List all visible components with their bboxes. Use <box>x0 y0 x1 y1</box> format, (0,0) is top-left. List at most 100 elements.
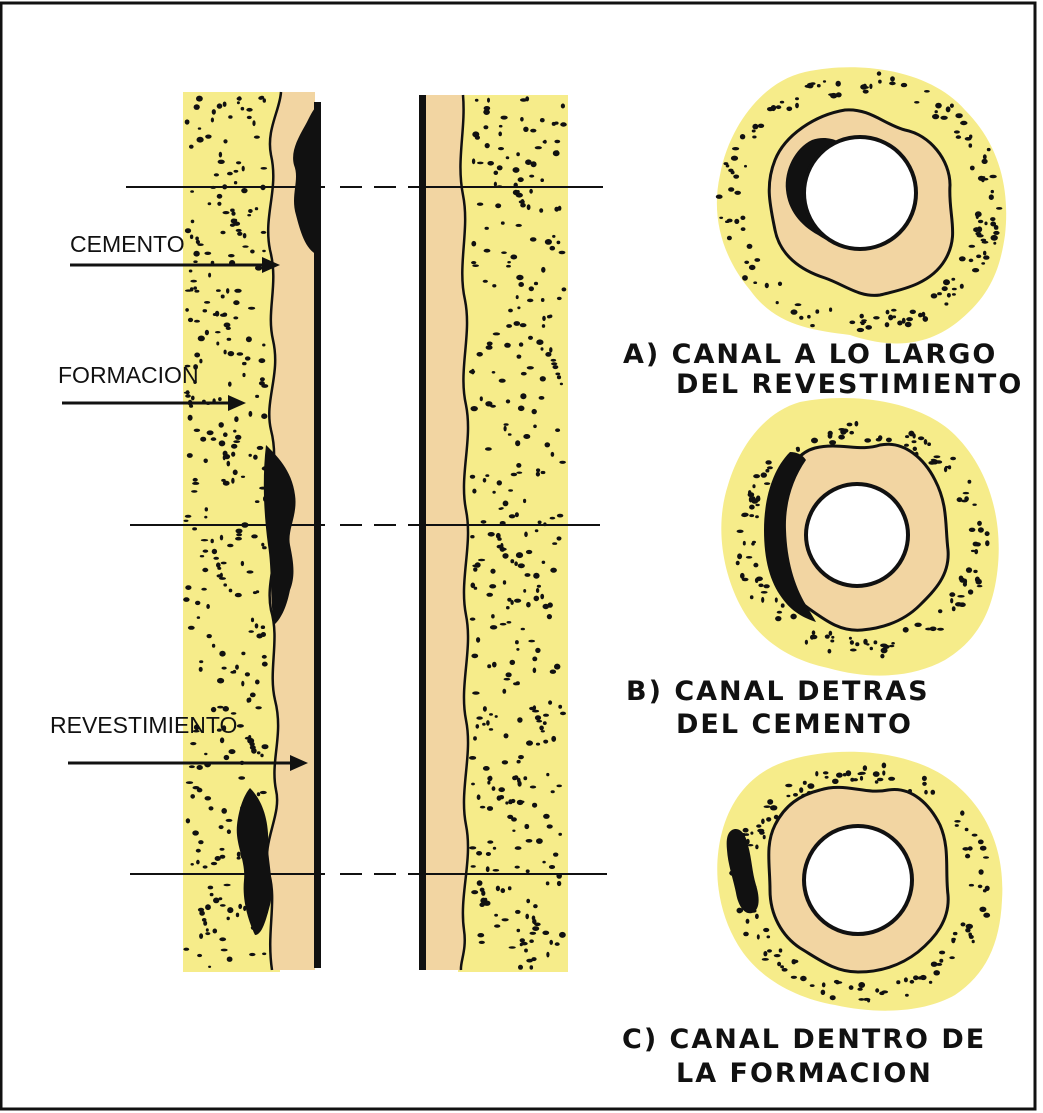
label-formacion: FORMACION <box>58 362 199 388</box>
grain-dot <box>477 880 483 886</box>
grain-dot <box>487 840 493 843</box>
grain-dot <box>541 730 545 732</box>
grain-dot <box>960 284 964 289</box>
grain-dot <box>543 714 549 717</box>
grain-dot <box>492 491 495 494</box>
grain-dot <box>541 267 545 273</box>
grain-dot <box>260 791 267 794</box>
grain-dot <box>219 577 226 580</box>
grain-dot <box>205 796 212 800</box>
grain-dot <box>536 339 543 345</box>
grain-dot <box>795 303 802 306</box>
grain-dot <box>233 430 236 433</box>
grain-dot <box>238 904 242 909</box>
grain-dot <box>485 474 489 477</box>
grain-dot <box>533 668 537 674</box>
grain-dot <box>213 898 219 904</box>
grain-dot <box>258 96 263 100</box>
grain-dot <box>544 140 547 144</box>
grain-dot <box>249 411 253 417</box>
grain-dot <box>536 588 539 593</box>
grain-dot <box>807 315 811 319</box>
grain-dot <box>882 770 885 775</box>
grain-dot <box>790 614 796 620</box>
grain-dot <box>511 817 517 821</box>
grain-dot <box>233 470 238 476</box>
grain-dot <box>799 787 803 793</box>
grain-dot <box>878 80 882 84</box>
grain-dot <box>185 515 192 518</box>
grain-dot <box>889 82 896 86</box>
grain-dot <box>977 521 982 526</box>
grain-dot <box>475 135 480 139</box>
grain-dot <box>935 460 942 464</box>
grain-dot <box>516 295 519 299</box>
grain-dot <box>533 573 539 579</box>
grain-dot <box>196 849 201 853</box>
grain-dot <box>217 194 223 199</box>
grain-dot <box>815 771 818 776</box>
casing-wall-right <box>419 95 426 970</box>
grain-dot <box>774 954 781 957</box>
grain-dot <box>831 636 834 639</box>
grain-dot <box>953 932 958 935</box>
grain-dot <box>190 235 193 240</box>
grain-dot <box>724 162 729 165</box>
grain-dot <box>972 834 978 837</box>
grain-dot <box>224 884 231 886</box>
grain-dot <box>504 423 509 426</box>
grain-dot <box>220 314 226 317</box>
grain-dot <box>487 342 493 346</box>
grain-dot <box>961 500 968 503</box>
grain-dot <box>875 988 879 992</box>
grain-dot <box>923 316 929 322</box>
grain-dot <box>483 766 490 771</box>
grain-dot <box>498 132 502 137</box>
grain-dot <box>494 924 500 927</box>
grain-dot <box>823 771 829 774</box>
grain-dot <box>807 83 814 89</box>
grain-dot <box>905 322 912 327</box>
grain-dot <box>979 869 984 875</box>
grain-dot <box>931 293 938 298</box>
grain-dot <box>550 246 556 251</box>
grain-dot <box>488 532 495 537</box>
grain-dot <box>983 154 987 159</box>
grain-dot <box>857 328 864 332</box>
grain-dot <box>246 336 252 342</box>
grain-dot <box>870 647 873 651</box>
grain-dot <box>731 156 738 161</box>
grain-dot <box>483 706 487 712</box>
grain-dot <box>223 432 228 437</box>
grain-dot <box>805 640 808 645</box>
grain-dot <box>910 980 915 984</box>
grain-dot <box>234 170 239 173</box>
grain-dot <box>205 330 209 336</box>
grain-dot <box>221 949 228 952</box>
grain-dot <box>950 598 953 603</box>
grain-dot <box>757 934 760 939</box>
grain-dot <box>492 662 497 668</box>
grain-dot <box>223 583 227 586</box>
grain-dot <box>529 189 533 194</box>
grain-dot <box>248 735 251 740</box>
grain-dot <box>234 181 237 184</box>
grain-dot <box>830 995 836 1000</box>
grain-dot <box>733 175 739 179</box>
grain-dot <box>502 553 508 559</box>
label-revestimiento: REVESTIMIENTO <box>50 712 237 738</box>
grain-dot <box>752 484 755 488</box>
grain-dot <box>548 700 552 704</box>
grain-dot <box>255 207 258 210</box>
grain-dot <box>217 678 224 684</box>
grain-dot <box>762 958 769 961</box>
grain-dot <box>896 980 900 984</box>
grain-dot <box>545 352 551 357</box>
grain-dot <box>197 788 203 793</box>
grain-dot <box>504 426 507 432</box>
grain-dot <box>520 323 527 327</box>
grain-dot <box>497 795 502 800</box>
grain-dot <box>220 231 225 235</box>
grain-dot <box>737 553 742 559</box>
